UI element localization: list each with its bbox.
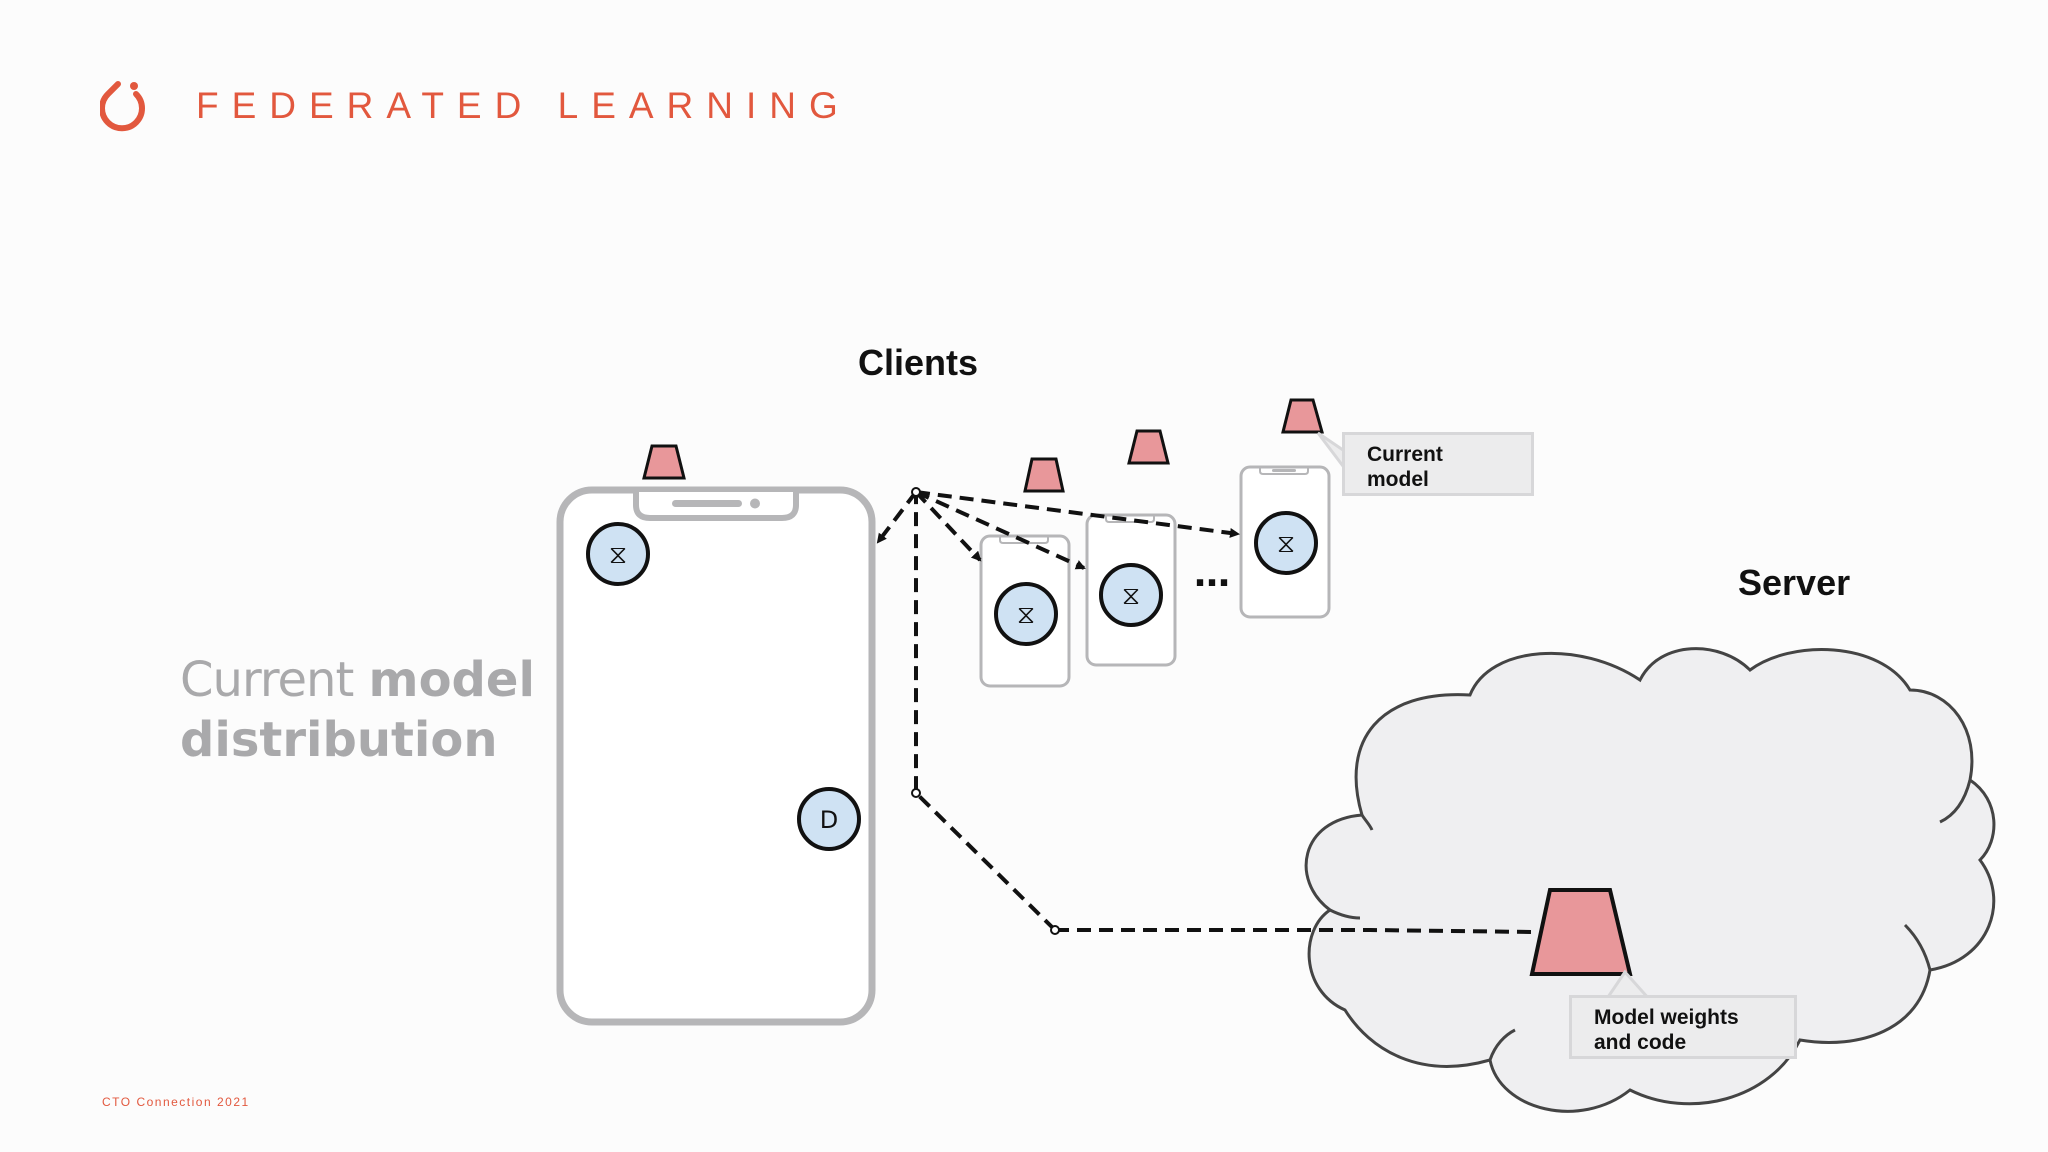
header: FEDERATED LEARNING	[100, 74, 851, 134]
svg-text:⧖: ⧖	[609, 540, 627, 570]
footer-text: CTO Connection 2021	[102, 1095, 250, 1109]
model-icon-client-1	[1023, 457, 1065, 493]
slide-heading: Current model distribution	[180, 650, 535, 770]
model-icon-server	[1529, 888, 1633, 976]
current-model-callout: Current model	[1342, 432, 1534, 496]
server-cloud	[1304, 647, 1996, 1113]
heading-model: model	[368, 652, 535, 708]
heading-current: Current	[180, 652, 354, 708]
svg-text:⧖: ⧖	[1277, 529, 1295, 559]
model-icon-main-client	[642, 444, 686, 480]
callout-line: Current	[1367, 443, 1443, 466]
clients-label: Clients	[858, 342, 979, 383]
svg-text:⧖: ⧖	[1122, 581, 1140, 611]
heading-distribution: distribution	[180, 712, 498, 768]
svg-text:D: D	[820, 806, 838, 834]
model-icon-client-3	[1281, 398, 1324, 434]
node-hourglass-client-2: ⧖	[1099, 563, 1163, 627]
node-data-main: D	[797, 787, 861, 851]
callout-line: model	[1367, 468, 1429, 491]
node-hourglass-main: ⧖	[586, 522, 650, 586]
node-hourglass-client-3: ⧖	[1254, 511, 1318, 575]
svg-text:⧖: ⧖	[1017, 600, 1035, 630]
main-client-phone	[556, 486, 876, 1026]
more-clients-ellipsis: …	[1194, 554, 1230, 595]
node-hourglass-client-1: ⧖	[994, 582, 1058, 646]
model-icon-client-2	[1127, 429, 1170, 465]
callout-line: and code	[1594, 1031, 1687, 1054]
model-weights-callout: Model weights and code	[1569, 995, 1797, 1059]
pytorch-logo-icon	[100, 81, 145, 132]
callout-line: Model weights	[1594, 1006, 1739, 1029]
page-title: FEDERATED LEARNING	[196, 85, 851, 126]
server-label: Server	[1738, 562, 1851, 603]
